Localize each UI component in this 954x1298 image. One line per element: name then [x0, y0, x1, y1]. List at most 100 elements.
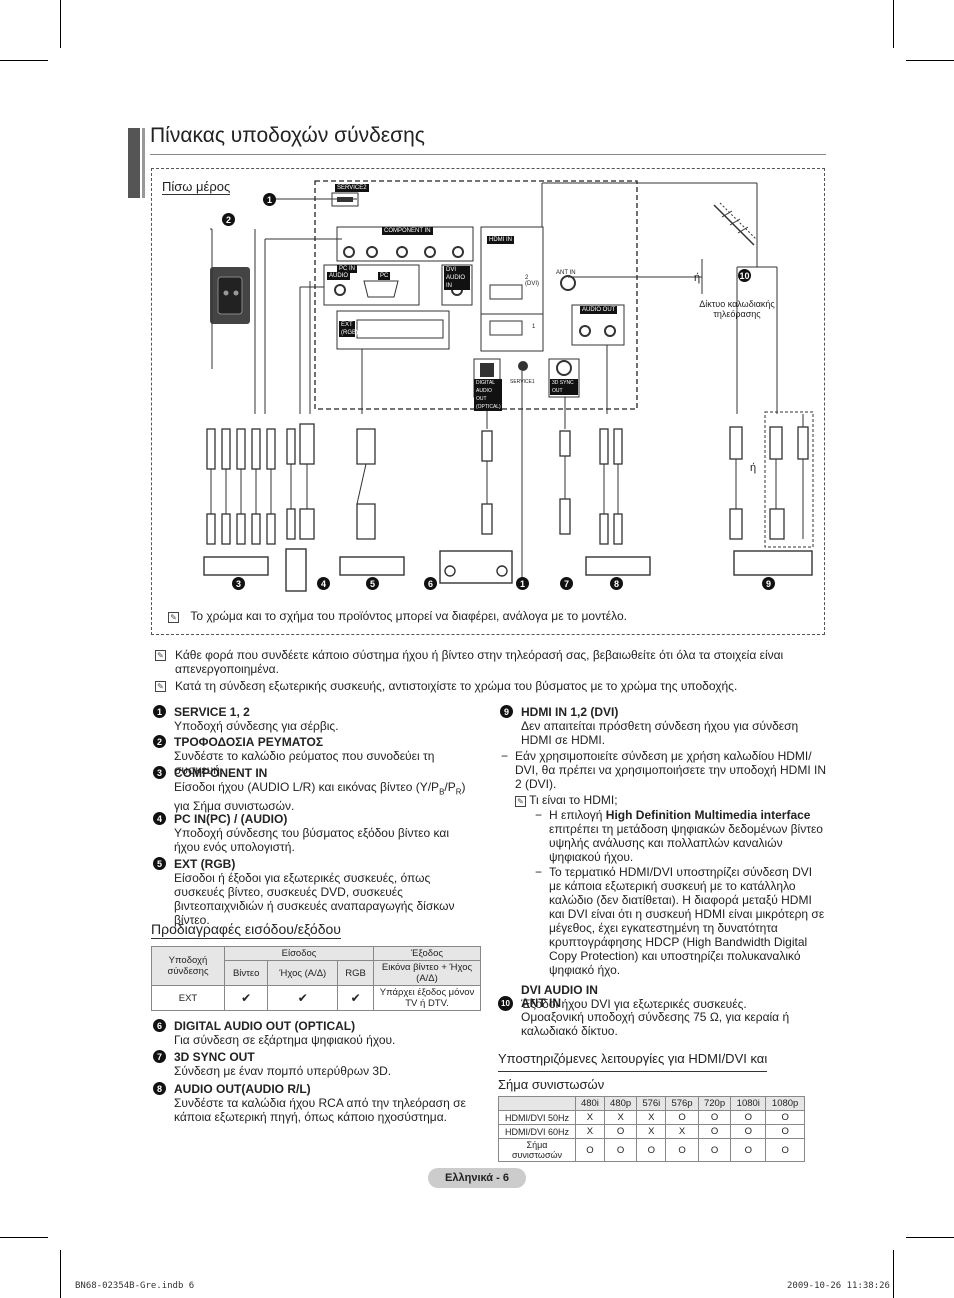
hdmi-dash-2-bold: High Definition Multimedia interface	[605, 808, 811, 822]
support-cell: O	[730, 1124, 767, 1139]
item-heading: PC IN(PC) / (AUDIO)	[174, 812, 288, 826]
crop-mark	[906, 1237, 954, 1238]
title-accent-bar	[128, 128, 140, 198]
file-info: BN68-02354B-Gre.indb 6	[75, 1281, 195, 1291]
marker-1b: 1	[516, 577, 529, 590]
item-body: Ομοαξονική υποδοχή σύνδεσης 75 Ω, για κε…	[521, 1010, 790, 1038]
crop-mark	[906, 60, 954, 61]
support-cell: O	[697, 1110, 732, 1125]
support-cell: X	[665, 1124, 699, 1139]
item-body: Είσοδοι ή έξοδοι για εξωτερικές συσκευές…	[174, 871, 455, 927]
support-cell: O	[665, 1110, 699, 1125]
item-heading: ΤΡΟΦΟΔΟΣΙΑ ΡΕΥΜΑΤΟΣ	[174, 735, 324, 749]
item-heading: COMPONENT IN	[174, 766, 268, 780]
spec-title: Προδιαγραφές εισόδου/εξόδου	[151, 921, 341, 939]
support-col-header: 576p	[665, 1096, 699, 1111]
item-body: Είσοδοι ήχου (AUDIO L/R) και εικόνας βίν…	[174, 780, 474, 813]
diagram-note-text: Το χρώμα και το σχήμα του προϊόντος μπορ…	[190, 609, 627, 623]
crop-mark	[0, 1237, 48, 1238]
support-title: Υποστηριζόμενες λειτουργίες για HDMI/DVI…	[498, 1046, 768, 1098]
marker-3: 3	[232, 577, 245, 590]
support-title-line: Υποστηριζόμενες λειτουργίες για HDMI/DVI…	[498, 1046, 768, 1072]
spec-row-out: Υπάρχει έξοδος μόνον TV ή DTV.	[373, 985, 481, 1011]
support-title-line: Σήμα συνιστωσών	[498, 1072, 605, 1098]
support-row-name: Σήμα συνιστωσών	[498, 1138, 576, 1162]
marker-5: 5	[366, 577, 379, 590]
item-service: 1 SERVICE 1, 2 Υποδοχή σύνδεσης για σέρβ…	[153, 705, 474, 733]
item-heading: DIGITAL AUDIO OUT (OPTICAL)	[174, 1019, 356, 1033]
support-cell: X	[636, 1110, 667, 1125]
marker-4: 4	[317, 577, 330, 590]
support-col-header: 1080i	[730, 1096, 767, 1111]
antenna-caption-line: τηλεόρασης	[713, 309, 761, 319]
note-icon: ✎	[155, 681, 166, 692]
spec-h-audio: Ήχος (Α/Δ)	[267, 960, 339, 986]
support-cell: O	[765, 1138, 805, 1162]
support-cell: O	[765, 1110, 805, 1125]
marker-1: 1	[263, 193, 276, 206]
diagram-note: ✎ Το χρώμα και το σχήμα του προϊόντος μπ…	[168, 609, 627, 623]
support-cell: O	[665, 1138, 699, 1162]
support-row-name: HDMI/DVI 60Hz	[498, 1124, 576, 1139]
component-in-label: COMPONENT IN	[382, 227, 433, 235]
item-number: 1	[153, 705, 166, 718]
support-cell: O	[603, 1138, 638, 1162]
page-number: Ελληνικά - 6	[428, 1168, 526, 1188]
support-cell: X	[603, 1110, 638, 1125]
support-cell: X	[575, 1124, 605, 1139]
item-number: 10	[498, 996, 513, 1011]
spec-check: ✔	[223, 985, 269, 1011]
support-cell: O	[765, 1124, 805, 1139]
dash-glyph: −	[501, 749, 509, 763]
hdmi-dash-1: − Εάν χρησιμοποιείτε σύνδεση με χρήση κα…	[501, 749, 827, 791]
antenna-caption-line: Δίκτυο καλωδιακής	[699, 299, 775, 309]
service1-label: SERVICE1	[510, 379, 535, 385]
ext-rgb-label: EXT (RGB)	[339, 321, 358, 337]
crop-mark	[60, 1250, 61, 1298]
item-body-part: Είσοδοι ήχου (AUDIO L/R) και εικόνας βίν…	[174, 780, 440, 794]
item-number: 6	[153, 1019, 166, 1032]
item-body-sub: R	[455, 787, 462, 797]
item-number: 5	[153, 857, 166, 870]
item-body: Συνδέστε το καλώδιο ρεύματος που συνοδεύ…	[174, 749, 435, 777]
pc-in-label: PC IN	[337, 265, 358, 273]
diagram-graphic	[203, 180, 814, 592]
item-heading: HDMI IN 1,2 (DVI)	[521, 705, 619, 719]
support-cell: O	[575, 1138, 605, 1162]
crop-mark	[893, 1250, 894, 1298]
item-ant-in: 10 ANT IN Ομοαξονική υποδοχή σύνδεσης 75…	[498, 996, 811, 1038]
hdmi-note: ✎ Τι είναι το HDMI;	[515, 793, 827, 807]
antenna-caption: Δίκτυο καλωδιακής τηλεόρασης	[697, 299, 777, 319]
hdmi-dash-1-text: Εάν χρησιμοποιείτε σύνδεση με χρήση καλω…	[515, 749, 826, 791]
support-cell: O	[697, 1138, 732, 1162]
note-2: ✎ Κατά τη σύνδεση εξωτερικής συσκευής, α…	[155, 679, 805, 693]
spec-h-out-detail: Εικόνα βίντεο + Ήχος (Α/Δ)	[373, 960, 481, 986]
spec-h-slot: Υποδοχή σύνδεσης	[151, 946, 225, 986]
item-hdmi: 9 HDMI IN 1,2 (DVI) Δεν απαιτείται πρόσθ…	[500, 705, 827, 1011]
support-corner	[498, 1096, 576, 1111]
hdmi-or: ή	[750, 462, 757, 474]
support-cell: X	[575, 1110, 605, 1125]
item-power: 2 ΤΡΟΦΟΔΟΣΙΑ ΡΕΥΜΑΤΟΣ Συνδέστε το καλώδι…	[153, 735, 484, 777]
item-ext: 5 EXT (RGB) Είσοδοι ή έξοδοι για εξωτερι…	[153, 857, 479, 927]
item-heading: 3D SYNC OUT	[174, 1050, 255, 1064]
page-title: Πίνακας υποδοχών σύνδεσης	[150, 124, 425, 147]
item-body-sub: B	[439, 787, 445, 797]
hdmi-in-label: HDMI IN	[487, 236, 514, 244]
support-col-header: 1080p	[765, 1096, 805, 1111]
hdmi-dash-2-post: επιτρέπει τη μετάδοση ψηφιακών δεδομένων…	[549, 822, 823, 864]
note-2-text: Κατά τη σύνδεση εξωτερικής συσκευής, αντ…	[175, 679, 738, 693]
support-col-header: 480i	[575, 1096, 605, 1111]
item-pc-in: 4 PC IN(PC) / (AUDIO) Υποδοχή σύνδεσης τ…	[153, 812, 474, 854]
spec-h-output: Έξοδος	[373, 946, 481, 961]
spec-check: ✔	[337, 985, 374, 1011]
connection-diagram: Πίσω μέρος	[151, 168, 825, 635]
item-body: Δεν απαιτείται πρόσθετη σύνδεση ήχου για…	[521, 719, 799, 747]
item-number: 2	[153, 735, 166, 748]
spec-row-name: EXT	[151, 985, 225, 1011]
hdmi-dash-3: − Το τερματικό HDMI/DVI υποστηρίζει σύνδ…	[535, 865, 827, 977]
3d-sync-label: 3D SYNC OUT	[550, 379, 578, 395]
marker-9: 9	[762, 577, 775, 590]
dash-glyph: −	[535, 865, 543, 879]
